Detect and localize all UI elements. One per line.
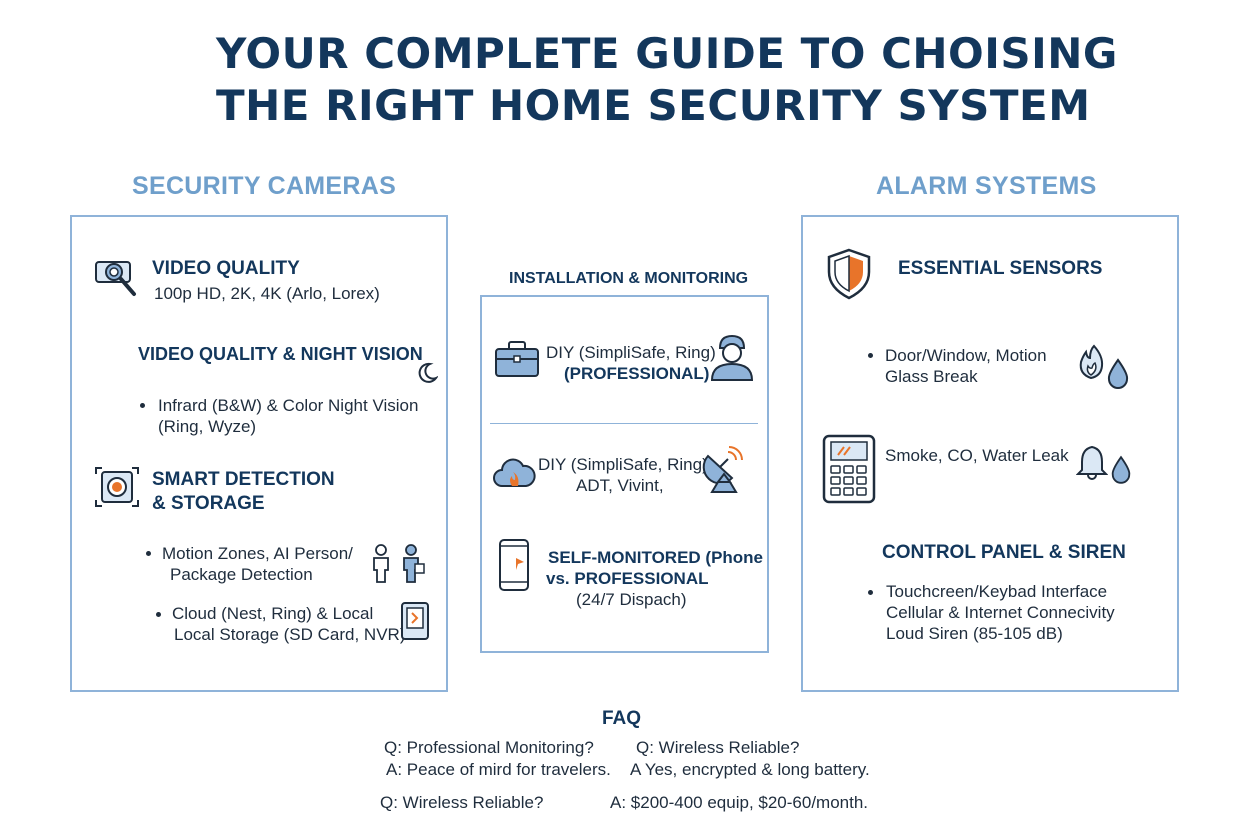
control-panel-line-3: Loud Siren (85-105 dB) [886,624,1063,643]
technician-icon [710,334,754,381]
divider [490,423,758,424]
control-panel-title: CONTROL PANEL & SIREN [882,542,1126,563]
page-title-line-1: YOUR COMPLETE GUIDE TO CHOISING [216,29,1118,78]
moon-icon [418,362,438,383]
alarm-systems-heading: ALARM SYSTEMS [876,172,1097,200]
bullet [868,353,873,358]
phone-icon [499,539,529,591]
shield-icon [827,248,871,300]
diy-line-2: (PROFESSIONAL) [564,364,710,383]
bullet [868,590,873,595]
smart-detection-title-2: & STORAGE [152,493,265,514]
self-monitored-line-1: SELF-MONITORED (Phone [548,548,764,567]
cloud-storage-line-2: Local Storage (SD Card, NVR) [174,625,406,644]
faq-answer-1: A: Peace of mird for travelers. [386,760,611,779]
page-title-line-2: THE RIGHT HOME SECURITY SYSTEM [216,81,1091,130]
cloud-icon [493,458,536,487]
motion-zones-line-1: Motion Zones, AI Person/ [162,544,353,563]
security-cameras-heading: SECURITY CAMERAS [132,172,397,200]
fire-icon [1079,344,1104,380]
self-monitored-line-2: vs. PROFESSIONAL [546,569,709,588]
diy-monitor-line-2: ADT, Vivint, [576,476,664,495]
door-window-line-2: Glass Break [885,367,978,386]
sd-card-icon [401,602,429,640]
diy-monitor-line-1: DIY (SimpliSafe, Ring) [538,455,708,474]
faq-heading: FAQ [602,708,642,729]
installation-heading: INSTALLATION & MONITORING [509,270,749,287]
faq-question-1: Q: Professional Monitoring? [384,738,594,757]
control-panel-line-1: Touchcreen/Keybad Interface [886,582,1108,601]
satellite-dish-icon [702,446,743,493]
camera-lens-icon [95,261,136,296]
essential-sensors-title: ESSENTIAL SENSORS [898,258,1103,279]
smoke-co-text: Smoke, CO, Water Leak [885,446,1069,465]
faq-question-2: Q: Wireless Reliable? [636,738,800,757]
faq-answer-2: A Yes, encrypted & long battery. [630,760,870,779]
person-icon [373,544,389,583]
camera-target-icon [95,467,139,507]
smart-detection-title-1: SMART DETECTION [152,469,335,490]
cloud-storage-line-1: Cloud (Nest, Ring) & Local [172,604,374,623]
bullet [146,551,151,556]
faq-answer-3: A: $200-400 equip, $20-60/month. [610,793,869,812]
night-vision-title: VIDEO QUALITY & NIGHT VISION [138,344,423,364]
self-monitored-line-3: (24/7 Dispach) [576,590,687,609]
bullet [156,612,161,617]
water-drop-icon [1111,455,1131,484]
bell-icon [1076,445,1108,480]
door-window-line-1: Door/Window, Motion [885,346,1047,365]
bullet [140,403,145,408]
motion-zones-line-2: Package Detection [170,565,313,584]
control-panel-line-2: Cellular & Internet Connecivity [886,603,1115,622]
night-vision-line-1: Infrard (B&W) & Color Night Vision [158,396,419,415]
diy-line-1: DIY (SimpliSafe, Ring) [546,343,716,362]
night-vision-line-2: (Ring, Wyze) [158,417,257,436]
video-quality-title: VIDEO QUALITY [152,258,300,279]
person-icon [403,544,425,583]
video-quality-text: 100p HD, 2K, 4K (Arlo, Lorex) [154,284,380,303]
faq-question-3: Q: Wireless Reliable? [380,793,544,812]
toolbox-icon [495,341,539,377]
water-drop-icon [1107,358,1129,389]
keypad-icon [822,434,876,504]
